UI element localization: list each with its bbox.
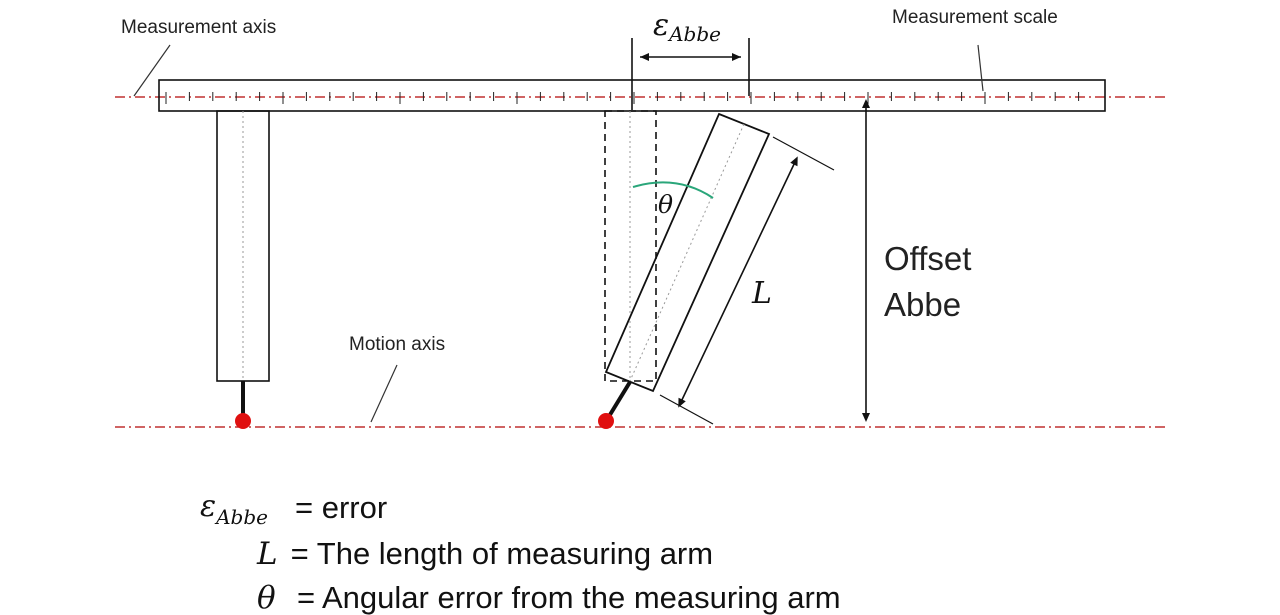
legend: εAbbe = error L = The length of measurin…: [200, 489, 841, 615]
offset-abbe-label-line2: Abbe: [884, 286, 961, 323]
length-ext-bottom: [659, 394, 714, 425]
motion-axis-leader: [370, 364, 398, 423]
epsilon-abbe-label: εAbbe: [653, 8, 721, 46]
tilted-measuring-arm: [604, 112, 771, 393]
length-ext-top: [772, 136, 835, 171]
length-label: L: [751, 276, 772, 311]
offset-abbe-label-line1: Offset: [884, 240, 971, 277]
length-dimension-arrow: [678, 156, 798, 408]
theta-label: θ: [658, 190, 673, 219]
legend-length-symbol: L: [256, 536, 278, 572]
measurement-axis-leader: [133, 44, 171, 97]
tilted-probe-stem: [606, 380, 632, 420]
measurement-axis-label: Measurement axis: [121, 17, 276, 38]
motion-axis-label: Motion axis: [349, 334, 445, 355]
measurement-scale-leader: [977, 44, 984, 92]
legend-theta-text: = Angular error from the measuring arm: [297, 580, 841, 615]
scale-ticks: [165, 92, 1080, 104]
tilted-arm-centerline: [629, 123, 745, 382]
legend-epsilon-text: = error: [295, 490, 387, 525]
legend-epsilon-symbol: εAbbe: [200, 489, 268, 529]
measurement-scale-label: Measurement scale: [892, 7, 1058, 28]
left-probe-tip: [235, 413, 251, 429]
legend-theta-symbol: θ: [257, 580, 276, 615]
tilted-probe-tip: [598, 413, 614, 429]
legend-length-text: = The length of measuring arm: [282, 536, 713, 571]
